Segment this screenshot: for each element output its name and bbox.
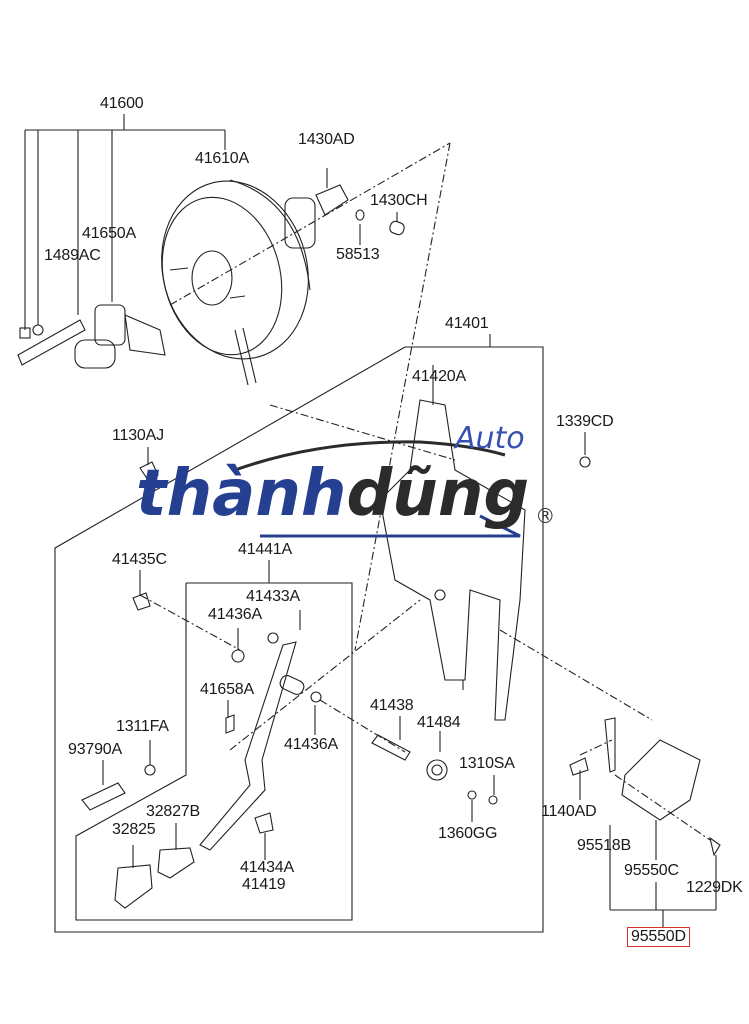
bracket-41600 xyxy=(24,114,226,330)
label-41438: 41438 xyxy=(370,697,414,714)
label-41419: 41419 xyxy=(242,876,286,893)
label-41436A-lower: 41436A xyxy=(284,736,338,753)
label-41435C: 41435C xyxy=(112,551,167,568)
bracket-95550D xyxy=(609,820,717,927)
label-1311FA: 1311FA xyxy=(116,718,169,735)
label-95550C: 95550C xyxy=(624,862,679,879)
watermark-logo: thành dũng ® xyxy=(136,462,555,526)
label-41441A: 41441A xyxy=(238,541,292,558)
label-1310SA: 1310SA xyxy=(459,755,515,772)
label-58513: 58513 xyxy=(336,246,380,263)
label-1140AD: 1140AD xyxy=(541,803,597,820)
label-1360GG: 1360GG xyxy=(438,825,498,842)
label-41484: 41484 xyxy=(417,714,461,731)
watermark-logo-part2: dũng xyxy=(346,457,530,531)
clevis xyxy=(315,168,405,245)
label-1229DK: 1229DK xyxy=(686,879,743,896)
label-95518B: 95518B xyxy=(577,837,631,854)
label-1130AJ: 1130AJ xyxy=(112,427,164,444)
brake-pedal-arm xyxy=(199,632,322,851)
label-1430AD: 1430AD xyxy=(298,131,355,148)
label-41610A: 41610A xyxy=(195,150,249,167)
watermark-registered-mark: ® xyxy=(535,504,556,528)
label-1430CH: 1430CH xyxy=(370,192,428,209)
label-41433A: 41433A xyxy=(246,588,300,605)
label-95550D-highlighted: 95550D xyxy=(627,927,690,947)
label-41434A: 41434A xyxy=(240,859,294,876)
pedal-bracket xyxy=(379,399,526,721)
label-1489AC: 1489AC xyxy=(44,247,101,264)
misc-fasteners xyxy=(81,432,721,857)
assembly-box-41441A xyxy=(75,560,353,921)
label-41420A: 41420A xyxy=(412,368,466,385)
label-41436A: 41436A xyxy=(208,606,262,623)
brake-booster xyxy=(161,179,316,386)
watermark-auto: Auto xyxy=(455,421,525,456)
assembly-box-41401 xyxy=(54,334,544,933)
assembly-lines xyxy=(139,142,711,841)
watermark-logo-part1: thành xyxy=(136,457,347,531)
label-93790A: 93790A xyxy=(68,741,122,758)
master-cylinder xyxy=(17,304,166,369)
label-41650A: 41650A xyxy=(82,225,136,242)
pedal-pads xyxy=(114,847,195,909)
label-1339CD: 1339CD xyxy=(556,413,614,430)
label-41600: 41600 xyxy=(100,95,144,112)
leader-lines xyxy=(132,365,434,868)
label-41401: 41401 xyxy=(445,315,489,332)
label-41658A: 41658A xyxy=(200,681,254,698)
label-32825: 32825 xyxy=(112,821,156,838)
label-32827B: 32827B xyxy=(146,803,200,820)
